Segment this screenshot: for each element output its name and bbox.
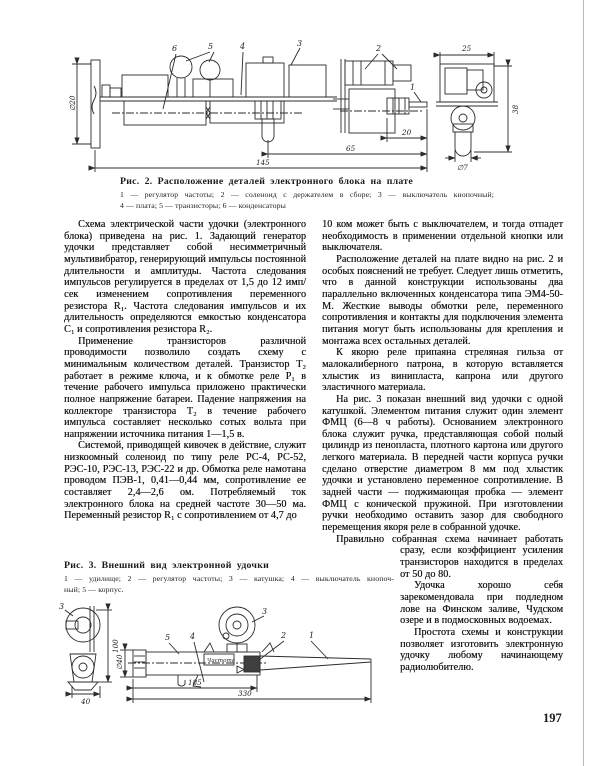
fig3-callout-2: 2	[280, 631, 286, 640]
fig3-callout-3: 3	[262, 607, 267, 616]
fig2-callout-6: 6	[172, 44, 177, 53]
paragraph: 10 ком может быть с выключателем, и тогд…	[322, 219, 563, 254]
paragraph: Правильно собранная схема начинает работ…	[336, 533, 563, 580]
fig2-callout-2: 2	[375, 44, 381, 53]
paragraph: Простота схемы и конструкции позволяет и…	[400, 626, 563, 673]
page-edge-line	[583, 0, 584, 766]
fig2-dim-38: 38	[511, 104, 520, 114]
fig2-dim-phi7: ∅7	[457, 163, 468, 172]
fig3-callout-5: 5	[165, 633, 170, 642]
page-number: 197	[543, 711, 562, 725]
fig3-dim-185: 185	[188, 678, 202, 687]
fig3-callout-4: 4	[189, 632, 195, 641]
paragraph: Системой, приводящей кивочек в действие,…	[64, 440, 306, 522]
fig3-dim-330: 330	[238, 689, 252, 698]
fig2-dim-phi20: ∅20	[68, 95, 77, 111]
fig2-dim-145: 145	[256, 158, 270, 167]
left-text-column: Схема электрической части удочки (электр…	[64, 219, 306, 522]
fig2-dim-20: 20	[401, 128, 412, 137]
fig2-caption: Рис. 2. Расположение деталей электронног…	[120, 176, 413, 187]
fig3-callout-1: 1	[309, 631, 314, 640]
paragraph: Удочка хорошо себя зарекомендовала при п…	[400, 580, 563, 627]
fig3-legend: 1 — удилище; 2 — регулятор частоты; 3 — …	[64, 574, 394, 595]
fig3-dim-phi40: ∅40	[115, 654, 124, 670]
fig2-callout-3: 3	[297, 39, 302, 48]
paragraph: Применение транзисторов различной провод…	[64, 335, 306, 440]
paragraph: К якорю реле припаяна стреляная гильза о…	[322, 347, 563, 394]
fig3-dim-40: 40	[80, 697, 91, 706]
fig3-callout-3-left: 3	[59, 602, 64, 611]
right-text-column: 10 ком может быть с выключателем, и тогд…	[322, 219, 563, 748]
fig3-technical-drawing: 3 100 40 Частота 5 4 3 2 1 ∅40 185 330	[59, 602, 372, 706]
fig3-dim-100: 100	[111, 639, 120, 653]
fig2-dim-25: 25	[461, 44, 472, 53]
fig3-caption: Рис. 3. Внешний вид электронной удочки	[64, 560, 269, 571]
fig2-callout-4: 4	[239, 42, 245, 51]
fig2-technical-drawing: ∅20 20 65 145 25 38 ∅7 6 5 4 3 2 1	[68, 39, 520, 172]
fig2-callout-5: 5	[208, 42, 213, 51]
fig2-legend: 1 — регулятор частоты; 2 — соленоид с де…	[120, 190, 494, 211]
fig2-callout-1: 1	[410, 83, 415, 92]
fig2-dim-65: 65	[346, 144, 356, 153]
fig2-legend-line2: 4 — плата; 5 — транзисторы; 6 — конденса…	[120, 200, 287, 210]
fig2-legend-line1: 1 — регулятор частоты; 2 — соленоид с де…	[120, 190, 494, 199]
paragraph: На рис. 3 показан внешний вид удочки с о…	[322, 393, 563, 534]
fig3-legend-line1: 1 — удилище; 2 — регулятор частоты; 3 — …	[64, 574, 394, 583]
fig3-knob-label: Частота	[207, 658, 235, 664]
paragraph: Схема электрической части удочки (электр…	[64, 219, 306, 335]
paragraph: Расположение деталей на плате видно на р…	[322, 253, 563, 347]
fig3-legend-line2: ный; 5 — корпус.	[64, 584, 124, 594]
